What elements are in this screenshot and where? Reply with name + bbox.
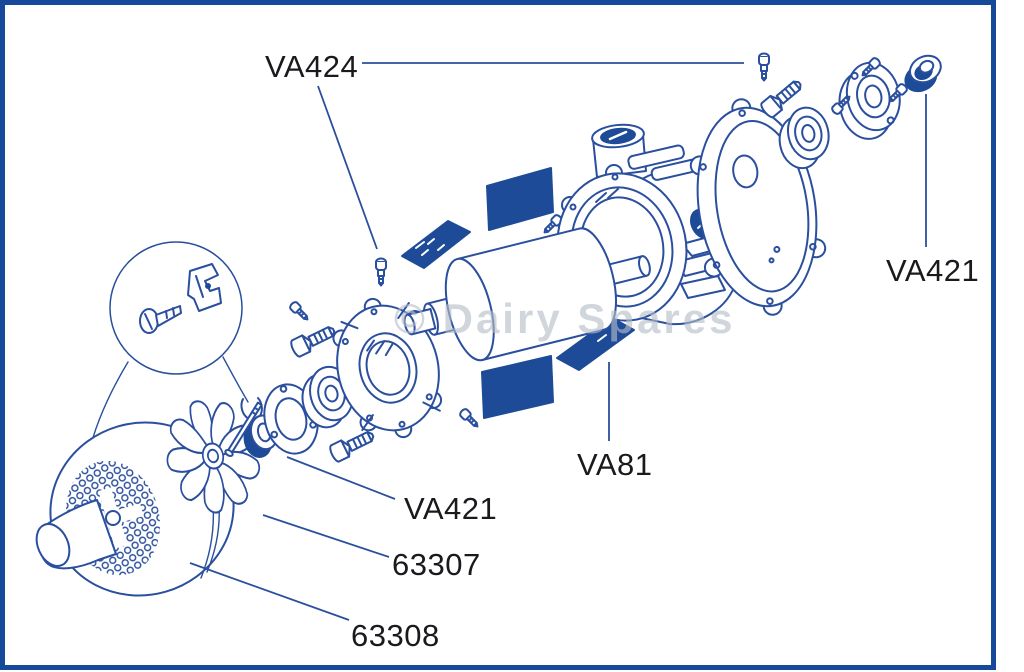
hex-bolt-icon (327, 426, 378, 464)
shaft-seal (904, 54, 942, 93)
leader-63307 (262, 514, 390, 558)
screw-icon (287, 299, 312, 324)
screw-icon (457, 406, 482, 431)
inset-callout-line (222, 356, 249, 403)
rotor (403, 227, 651, 362)
label-63308: 63308 (351, 618, 440, 653)
cowl-foot (35, 499, 117, 570)
tie-rod (224, 401, 263, 457)
leader-lines (189, 62, 927, 621)
hex-bolt-icon (288, 321, 339, 359)
label-va421-bottom: VA421 (404, 491, 497, 526)
label-va81: VA81 (577, 447, 653, 482)
gasket-plates (401, 167, 635, 419)
retaining-clip-icon (187, 263, 222, 312)
leader-va424-diagonal (317, 85, 378, 250)
fan (165, 397, 262, 516)
watermark: © Dairy Spares (394, 295, 735, 342)
grub-screw-icon (375, 257, 387, 287)
label-va421-top: VA421 (886, 253, 979, 288)
bearing-cap (838, 61, 901, 140)
grub-screw-icon (758, 52, 770, 82)
front-bearing (778, 106, 830, 170)
screw-icon (139, 305, 182, 334)
leader-63308 (189, 562, 350, 621)
label-63307: 63307 (392, 547, 481, 582)
leader-va421-bottom (286, 456, 396, 500)
border-frame (0, 0, 996, 670)
label-va424: VA424 (265, 49, 358, 84)
rear-end-shield (332, 297, 443, 439)
